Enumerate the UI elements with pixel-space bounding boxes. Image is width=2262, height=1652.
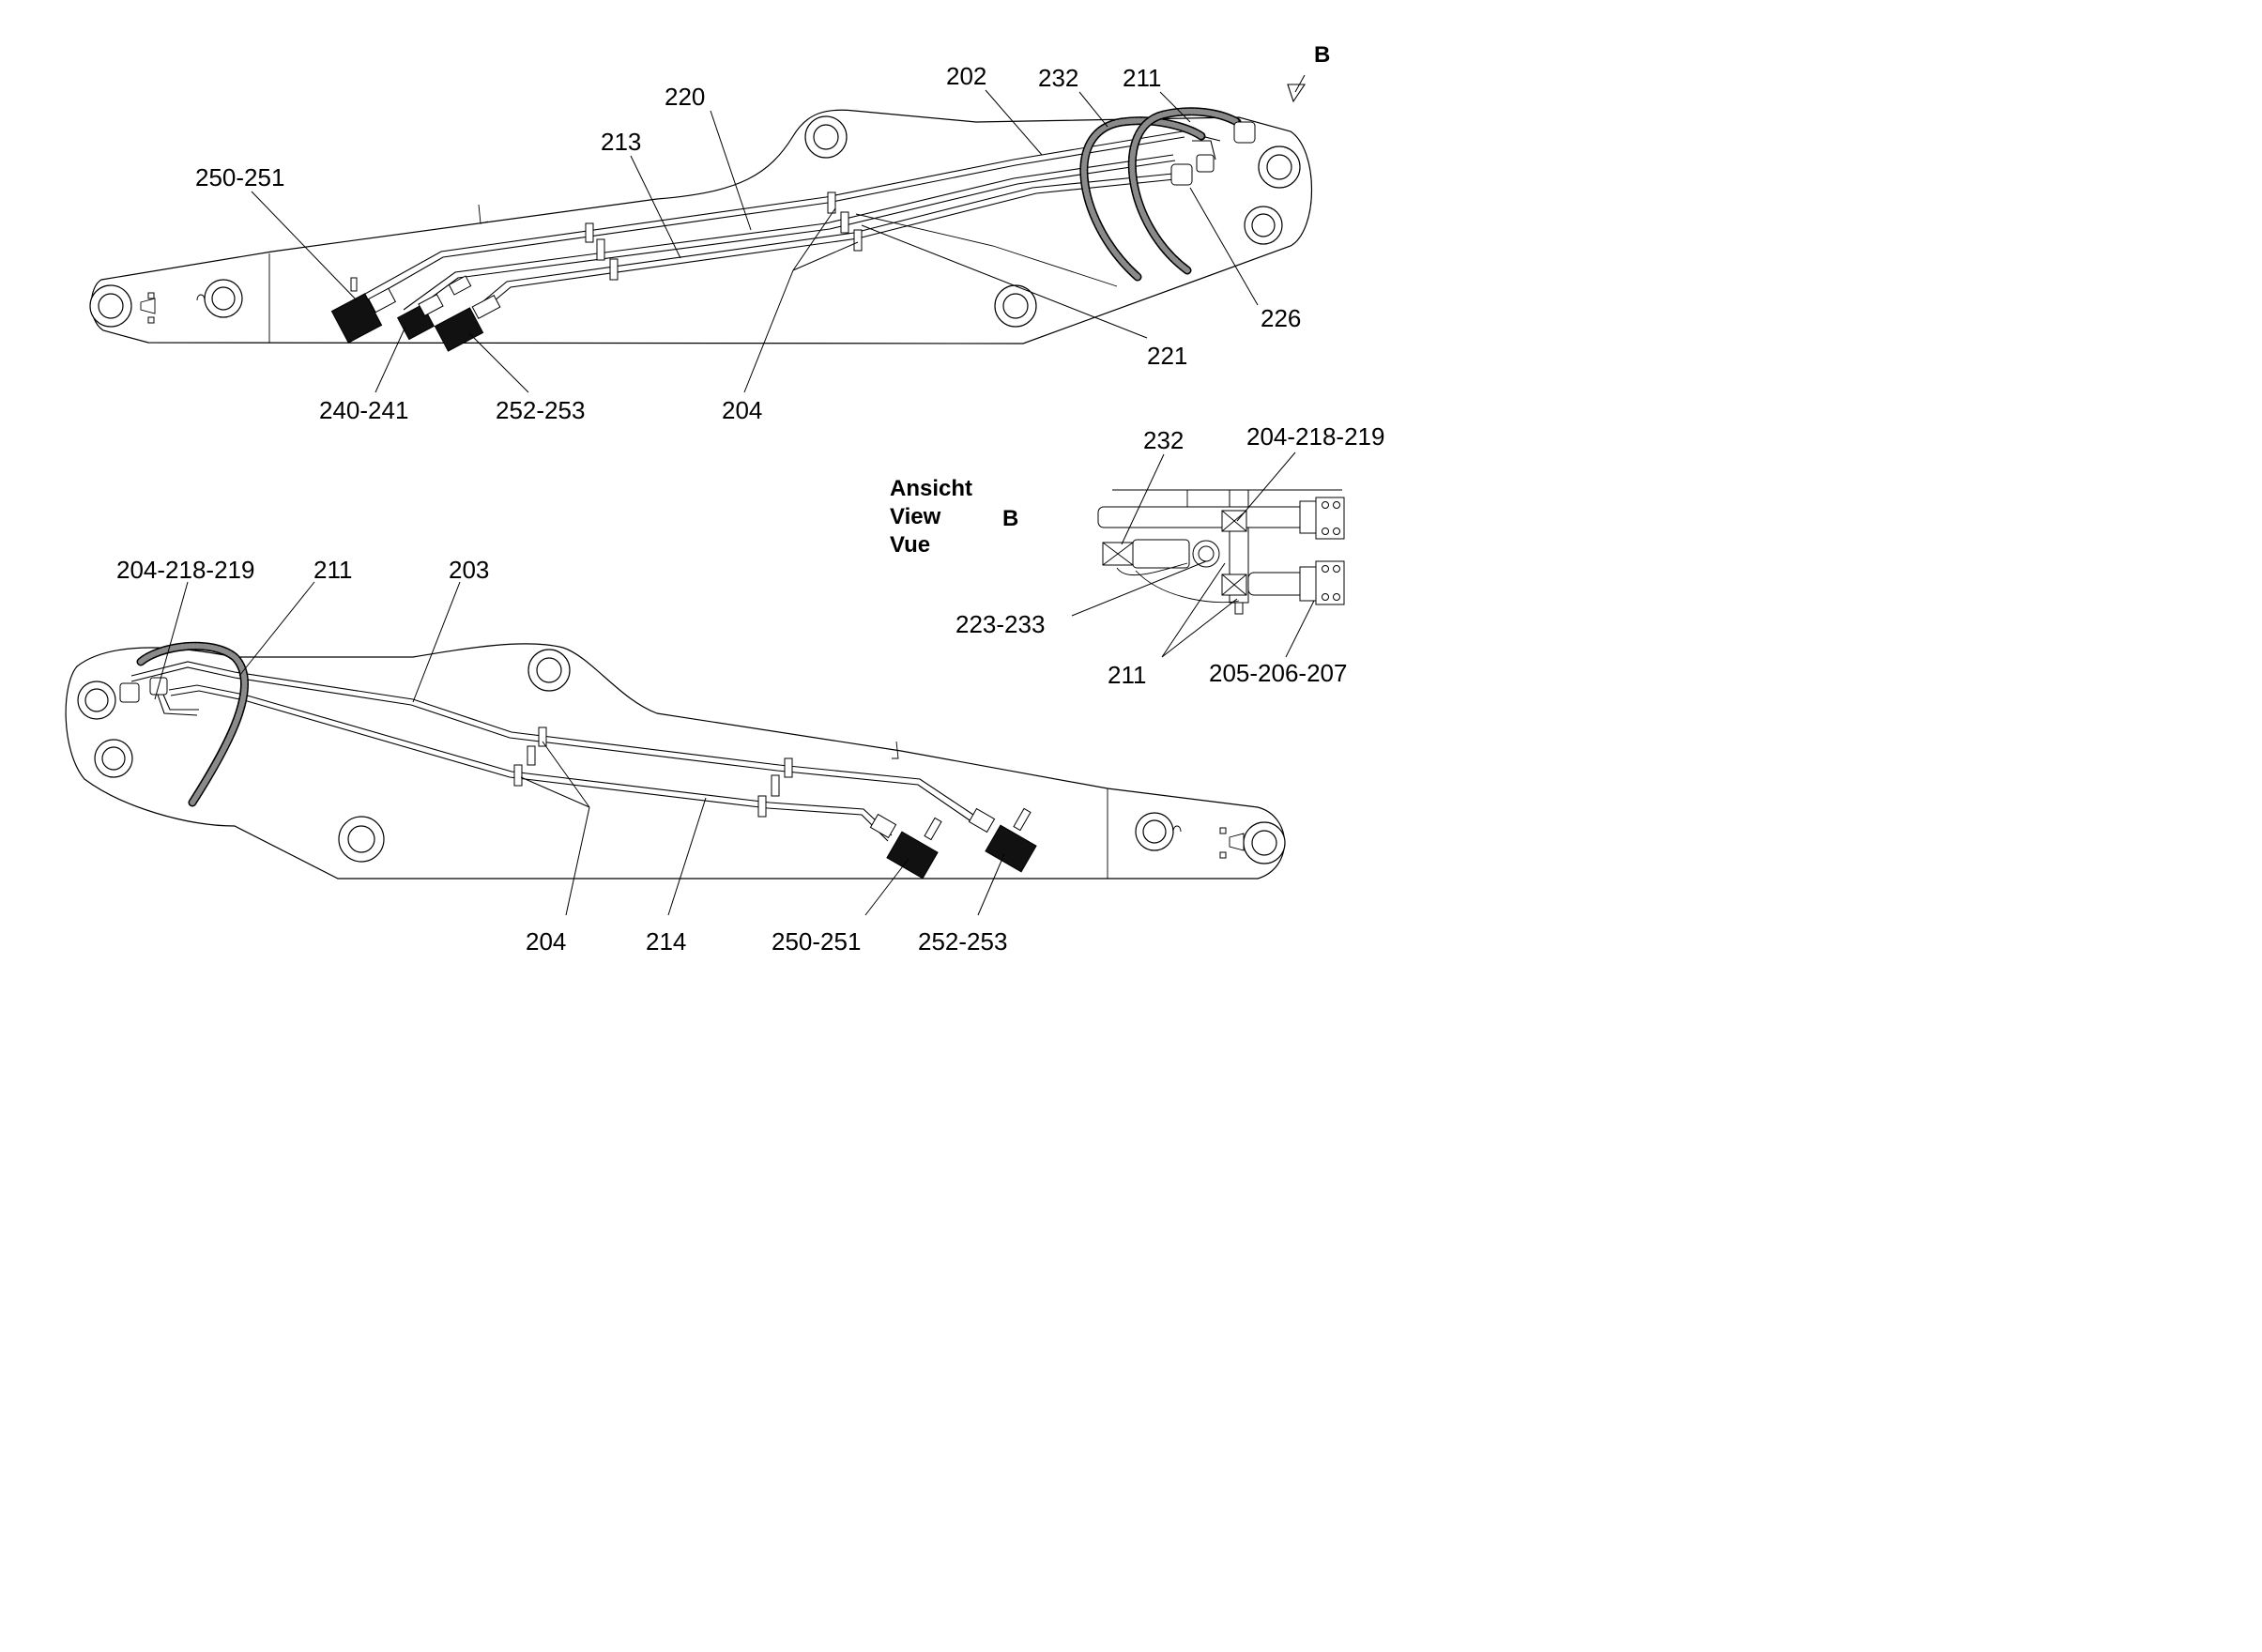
pipe-203-b [130,666,973,823]
label-b-marker: B [1314,42,1330,68]
label-226: 226 [1261,304,1301,332]
pipe-214 [168,684,893,836]
label-bot-252-253: 252-253 [918,927,1007,956]
pipe-203 [130,661,977,818]
label-202: 202 [946,62,986,90]
top-clamp-5 [840,211,849,234]
label-250-251-top: 250-251 [195,163,284,191]
top-small-tab [478,204,489,224]
bot-pin-2-inner [101,746,126,771]
label-view-204-218-219: 204-218-219 [1246,422,1384,451]
bot-clamp-4 [784,757,793,778]
label-view-211: 211 [1108,661,1146,689]
pipe-213-b [406,160,1176,316]
view-b-upper-hose [1097,506,1306,528]
bottom-boom-view: 204-218-219 211 203 204 214 250-251 252-… [65,556,1286,956]
bot-grease-fitting [1229,833,1245,851]
label-232: 232 [1038,64,1078,92]
label-203: 203 [449,556,489,584]
bot-pin-1-inner [84,688,109,712]
top-boom-view: B 202 232 211 220 213 250-251 226 221 24… [89,42,1330,424]
top-pin-6-inner [1251,213,1276,237]
view-b-detail: Ansicht View Vue B [890,422,1384,689]
top-clamp-2 [596,238,605,261]
top-fitting-c [1196,154,1215,173]
top-bolt-a [147,292,155,299]
hydraulic-boom-diagram: B 202 232 211 220 213 250-251 226 221 24… [0,0,1467,1072]
top-clamp-6 [853,229,863,252]
top-fitting-b [1170,163,1193,186]
view-b-arrow [1287,84,1307,103]
bot-pin-5-inner [1142,819,1167,844]
top-pin-4-inner [1002,293,1029,319]
pipe-214-b [170,690,889,842]
bottom-boom-outline [65,643,1286,880]
label-221: 221 [1147,342,1187,370]
top-boom-outline [90,109,1312,344]
top-clamp-1 [585,222,594,243]
pipe-221 [478,173,1174,306]
top-pin-left-inner [98,293,124,319]
label-211: 211 [1123,64,1161,92]
top-fitting-a [1233,121,1256,144]
top-coupler-252-253 [434,275,501,352]
label-view-232: 232 [1143,426,1184,454]
bot-clamp-6 [757,795,767,818]
top-pin-5-inner [1266,154,1292,180]
label-205-206-207: 205-206-207 [1209,659,1347,687]
bot-fitting-a [119,682,140,703]
bot-pin-3-inner [536,657,562,683]
top-pin-2-inner [211,286,236,311]
bot-clamp-5 [771,774,780,797]
label-252-253-top: 252-253 [496,396,585,424]
label-bot-204-218-219: 204-218-219 [116,556,254,584]
label-214: 214 [646,927,686,956]
bot-clamp-1 [538,727,547,747]
view-title-line2: View [890,504,941,529]
label-bot-204: 204 [526,927,566,956]
bot-clamp-3 [513,764,523,787]
top-boom-inner-edge [855,213,1118,287]
view-title-line1: Ansicht [890,476,972,501]
view-b-lower-hose [1247,572,1306,596]
bot-pin-6-inner [1251,830,1277,856]
top-coupler-250-251 [330,277,397,344]
bot-coupler-250-251 [869,813,942,880]
label-213: 213 [601,128,641,156]
diagram-canvas: B 202 232 211 220 213 250-251 226 221 24… [65,42,1384,956]
bot-coupler-252-253 [968,807,1037,873]
top-bolt-b [147,316,155,324]
label-204-top: 204 [722,396,762,424]
pipe-213 [403,154,1174,311]
bot-clamp-2 [527,745,536,766]
label-bot-211: 211 [313,556,352,584]
top-coupler-240-241 [396,293,444,341]
bot-pin-4-inner [347,825,375,853]
view-title-b: B [1002,506,1018,531]
top-hose-211 [1127,107,1242,275]
top-pin-3-inner [813,124,839,150]
label-223-233: 223-233 [955,610,1045,638]
view-title-line3: Vue [890,532,930,558]
label-240-241: 240-241 [319,396,408,424]
top-grease-fitting [140,298,156,314]
label-220: 220 [665,83,705,111]
label-bot-250-251: 250-251 [772,927,861,956]
top-small-lug [196,294,206,301]
top-clamp-3 [609,258,619,281]
